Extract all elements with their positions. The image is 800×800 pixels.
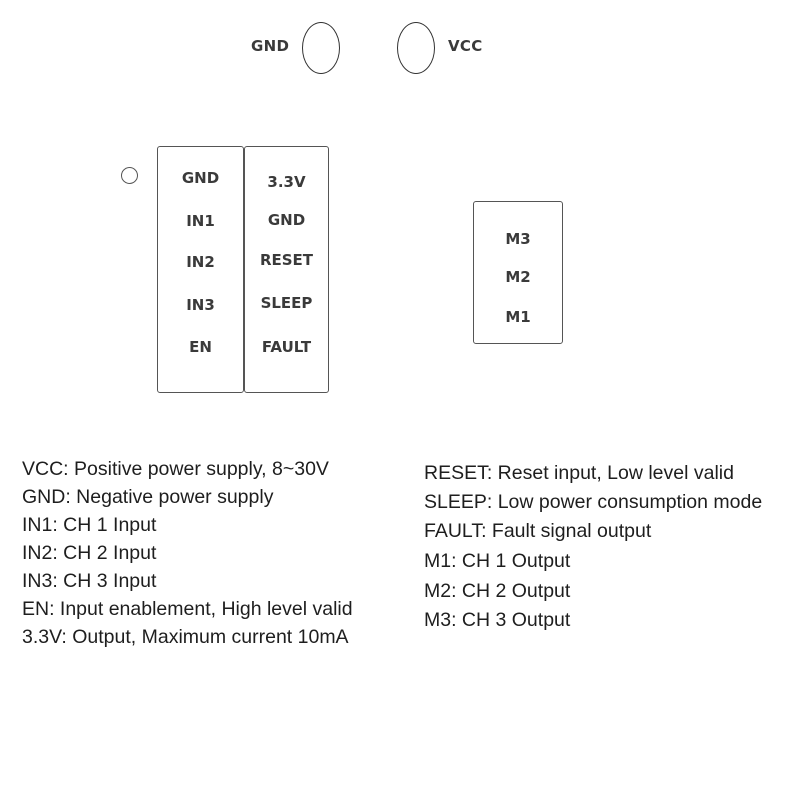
header-pin-fault: FAULT bbox=[261, 338, 312, 356]
header-pin-in2: IN2 bbox=[186, 253, 215, 271]
header-pin-in3: IN3 bbox=[186, 296, 215, 314]
header-pin-m1: M1 bbox=[505, 308, 531, 326]
legend-m3: M3: CH 3 Output bbox=[424, 609, 571, 631]
legend-fault: FAULT: Fault signal output bbox=[424, 520, 652, 542]
header-pin-gnd-2: GND bbox=[267, 211, 306, 229]
header-pin-sleep: SLEEP bbox=[260, 294, 313, 312]
legend-reset: RESET: Reset input, Low level valid bbox=[424, 462, 734, 484]
legend-in1: IN1: CH 1 Input bbox=[22, 514, 157, 536]
legend-in2: IN2: CH 2 Input bbox=[22, 542, 157, 564]
header-pin-gnd: GND bbox=[181, 169, 220, 187]
header-pin-m3: M3 bbox=[505, 230, 531, 248]
legend-en: EN: Input enablement, High level valid bbox=[22, 598, 353, 620]
legend-gnd: GND: Negative power supply bbox=[22, 486, 274, 508]
header-pin-reset: RESET bbox=[259, 251, 314, 269]
vcc-pad bbox=[397, 22, 435, 74]
gnd-pad-label: GND bbox=[251, 37, 290, 55]
header-pin-in1: IN1 bbox=[186, 212, 215, 230]
header-pin-m2: M2 bbox=[505, 268, 531, 286]
legend-sleep: SLEEP: Low power consumption mode bbox=[424, 491, 763, 513]
output-header: M3 M2 M1 bbox=[473, 201, 563, 344]
header-pin-3v3: 3.3V bbox=[267, 173, 306, 191]
gnd-pad bbox=[302, 22, 340, 74]
control-header-left-column: GND IN1 IN2 IN3 EN bbox=[157, 146, 244, 393]
legend-m2: M2: CH 2 Output bbox=[424, 580, 571, 602]
legend-in3: IN3: CH 3 Input bbox=[22, 570, 157, 592]
control-header-right-column: 3.3V GND RESET SLEEP FAULT bbox=[244, 146, 329, 393]
header-pin-en: EN bbox=[189, 338, 212, 356]
legend-vcc: VCC: Positive power supply, 8~30V bbox=[22, 458, 329, 480]
legend-3v3: 3.3V: Output, Maximum current 10mA bbox=[22, 626, 349, 648]
pin1-marker-circle bbox=[121, 167, 138, 184]
vcc-pad-label: VCC bbox=[448, 37, 483, 55]
legend-m1: M1: CH 1 Output bbox=[424, 550, 571, 572]
